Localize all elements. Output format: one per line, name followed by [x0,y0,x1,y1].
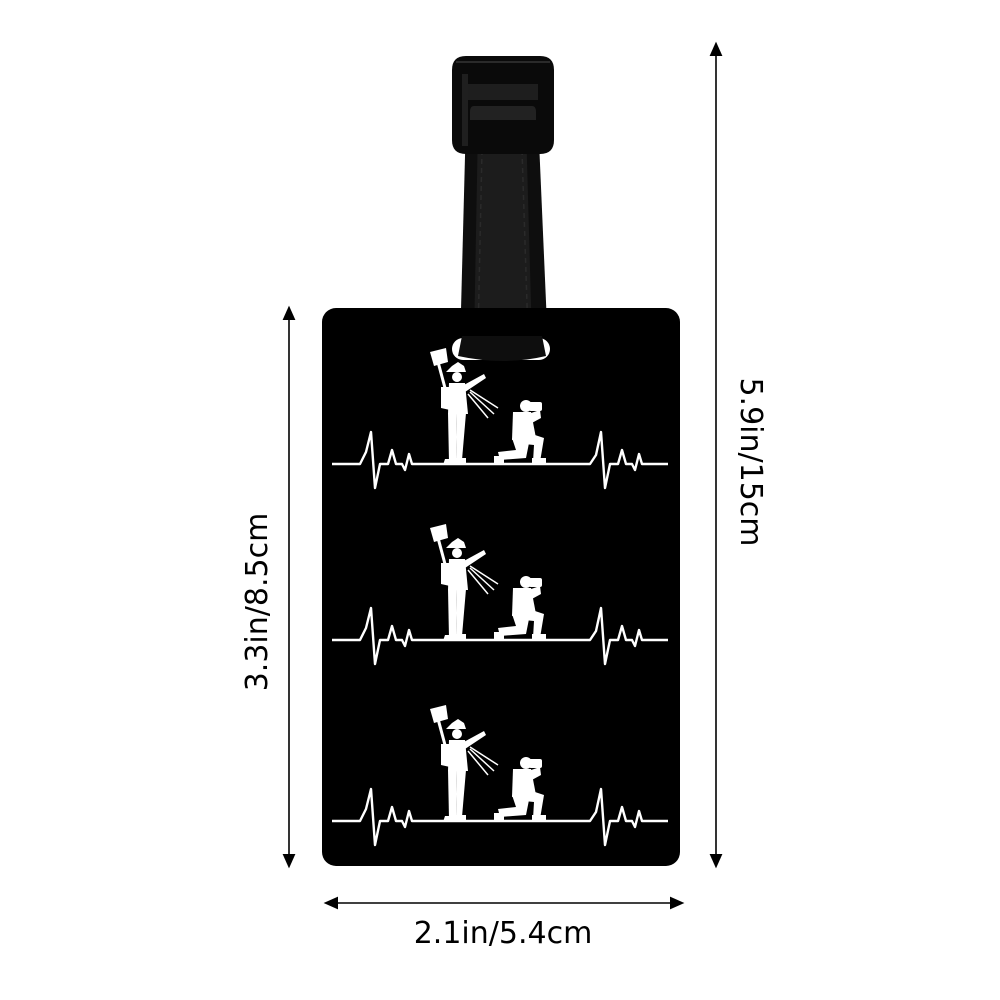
luggage-tag-body [322,308,680,866]
total-height-label: 5.9in/15cm [733,377,768,547]
tag-height-label: 3.3in/8.5cm [240,512,275,692]
tag-strap [452,56,554,358]
width-label: 2.1in/5.4cm [413,916,593,951]
